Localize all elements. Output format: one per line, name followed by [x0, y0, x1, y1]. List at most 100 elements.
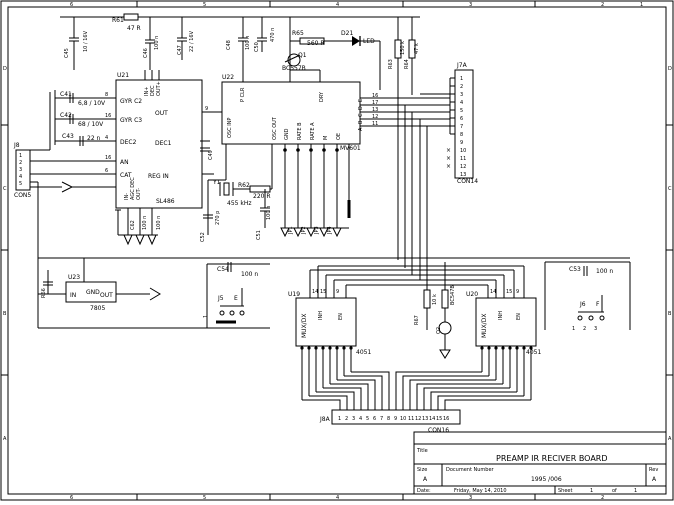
u19-pin-num: 14	[312, 289, 318, 295]
j8a-pin: 14	[429, 416, 435, 422]
row-letter: D	[3, 66, 7, 72]
j6-ref: J6	[579, 301, 586, 308]
c41-value: 6,8 / 10V	[78, 100, 106, 107]
rev-value: A	[652, 476, 657, 483]
connector-j8a: J8A CON16 1 2 3 4 5 6 7 8 9 10 11 12 13 …	[319, 409, 461, 434]
ic-u23: U23 7805 IN GND OUT R66	[38, 270, 270, 329]
j8a-pin: 10	[400, 416, 406, 422]
size-value: A	[423, 476, 428, 483]
sheet-label: Sheet	[558, 488, 572, 494]
u22-pin-num: 13	[372, 107, 378, 113]
u21-pin-inplus: IN+	[144, 87, 150, 96]
u22-pin-b: B	[358, 120, 364, 124]
u21-pin-cat: CAT	[120, 172, 132, 179]
u20-pin-num: 14	[490, 289, 496, 295]
u19-part: 4051	[356, 349, 371, 356]
c50-ref: C50	[254, 42, 260, 52]
y1-ref: Y1	[212, 179, 221, 186]
j7a-pin: 13	[460, 172, 466, 178]
u21-pin-dec1: DEC1	[155, 140, 172, 147]
docnum-value: 1995 /006	[531, 476, 562, 483]
u20-pin-en: EN	[516, 313, 522, 320]
j8a-pin: 13	[422, 416, 428, 422]
c43-value: 22 n	[87, 135, 101, 142]
connector-j5: J5 E 1	[203, 288, 245, 324]
u19-label: MUX/DX	[301, 314, 308, 338]
j7a-pin: 5	[460, 108, 463, 114]
j8a-pin: 7	[380, 416, 383, 422]
u23-pin-out: OUT	[100, 292, 113, 299]
u21-pin-out: OUT	[155, 110, 168, 117]
oscillator-section: Y1 455 kHz R62 220 R C52 270 p C51 100 n…	[200, 140, 273, 242]
u22-part: MV601	[340, 145, 361, 152]
u23-pin-in: IN	[70, 292, 76, 299]
row-letter: D	[668, 66, 672, 72]
u20-pin-num: 9	[516, 289, 519, 295]
top-power-section: R61 47 R C45 10 / 16V C46 100 n C47 22 /…	[60, 13, 420, 95]
jumpers-jp: JP1 JP2 JP3 JP4	[280, 226, 349, 238]
ic-u21: U21 SL486 GYR C2 GYR C3 DEC2 AN CAT OUT …	[30, 70, 222, 235]
c44-value: 100 n	[156, 216, 162, 230]
u21-pin-regin: REG IN	[148, 173, 169, 180]
ic-u20: U20 4051 MUX/DX INH EN 14 15 9	[398, 265, 541, 400]
c48-ref: C48	[226, 40, 232, 50]
u22-pin-num: 12	[372, 114, 378, 120]
u20-ref: U20	[466, 291, 478, 298]
col-number: 4	[336, 495, 339, 501]
q1-ref: Q1	[298, 52, 307, 59]
j5-label: E	[234, 295, 238, 302]
j7a-pin: 3	[460, 92, 463, 98]
u21-pin-outplus: OUT+	[156, 81, 162, 96]
u23-part: 7805	[90, 305, 105, 312]
c48-value: 100 n	[245, 36, 251, 50]
c45-value: 10 / 16V	[83, 30, 89, 52]
c51-ref: C51	[256, 230, 262, 240]
j8-pin: 3	[19, 167, 22, 173]
u21-pin-num: 9	[205, 106, 208, 112]
u21-pin-inminus: IN-	[124, 193, 130, 200]
j7a-ref: J7A	[456, 62, 468, 69]
j8a-ref: J8A	[319, 416, 331, 423]
j6-pin: 3	[594, 326, 597, 332]
r61-value: 47 R	[127, 25, 141, 32]
of-label: of	[612, 488, 617, 494]
rev-label: Rev	[649, 467, 658, 473]
c43-ref: C43	[62, 133, 74, 140]
u20-pin-inh: INH	[498, 311, 504, 320]
j7a-pin: 10	[460, 148, 466, 154]
col-number: 2	[601, 2, 604, 8]
u19-pin-num: 9	[336, 289, 339, 295]
c45-ref: C45	[64, 48, 70, 58]
u23-ref: U23	[68, 274, 80, 281]
j7a-conn: CON14	[457, 178, 478, 185]
row-letter: A	[668, 436, 672, 442]
u19-pin-en: EN	[338, 313, 344, 320]
u22-pin-num: 11	[372, 121, 378, 127]
j7a-pin: 4	[460, 100, 463, 106]
c46-ref: C46	[143, 48, 149, 58]
date-value: Friday, May 14, 2010	[454, 488, 507, 494]
j6-pin: 1	[572, 326, 575, 332]
title-label: Title	[416, 448, 428, 454]
j5-ref: J5	[217, 295, 224, 302]
u22-pin-e: E	[358, 99, 364, 102]
j8a-pin: 5	[366, 416, 369, 422]
u21-left-caps: C41 6,8 / 10V C42 68 / 10V C43 22 n	[54, 90, 106, 146]
u20-label: MUX/DX	[481, 314, 488, 338]
jp4-ref: JP4	[327, 226, 333, 235]
r63-value: 150 k	[400, 41, 406, 55]
j6-pin: 2	[583, 326, 586, 332]
u22-pin-a: A	[358, 127, 364, 131]
r67-value: BC547B	[450, 285, 456, 305]
j8-pin: 4	[19, 174, 22, 180]
c40-value: 100 n	[142, 216, 148, 230]
connector-j7a: J7A CON14 1 2 3 4 5 6 7 8 9 10 11 12 13 …	[397, 62, 478, 285]
u23-pin-gnd: GND	[86, 289, 100, 296]
jp2-ref: JP2	[301, 226, 307, 235]
j8-ref: J8	[13, 142, 20, 149]
c47-value: 22 / 16V	[189, 30, 195, 52]
col-number: 3	[469, 2, 472, 8]
r66-ref: R67	[414, 315, 420, 325]
u21-pin-dec: DEC	[150, 85, 156, 96]
connector-j8: J8 CON5 1 2 3 4 5	[13, 92, 116, 328]
